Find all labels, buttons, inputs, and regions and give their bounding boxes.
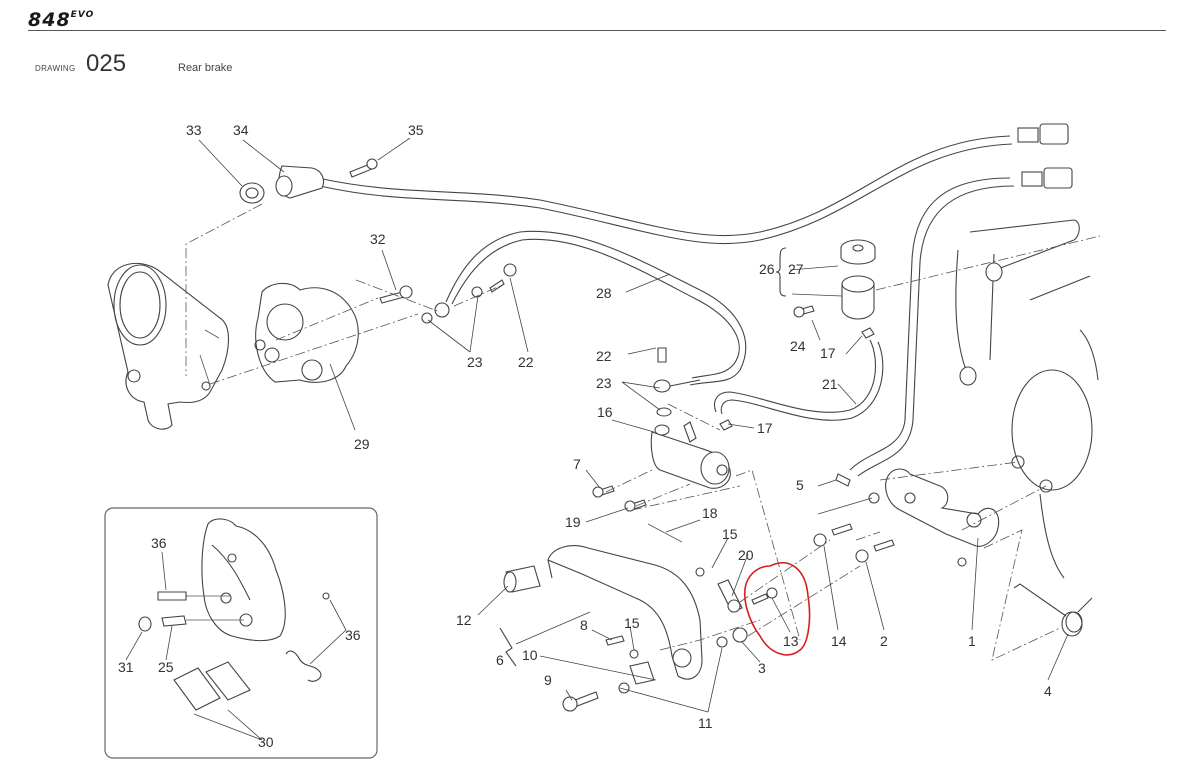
callout-18: 18 bbox=[702, 505, 718, 521]
sensor-cable bbox=[317, 123, 1073, 477]
callout-20: 20 bbox=[738, 547, 754, 563]
model-name: 848 bbox=[28, 9, 71, 31]
inset-callout-25: 25 bbox=[158, 659, 174, 675]
callout-23-caliper: 23 bbox=[467, 354, 483, 370]
callout-14: 14 bbox=[831, 633, 847, 649]
inset-callout-31: 31 bbox=[118, 659, 134, 675]
brake-fluid-reservoir bbox=[713, 239, 884, 431]
pedal-pivot-bracket bbox=[813, 468, 1000, 567]
callout-12: 12 bbox=[456, 612, 472, 628]
callout-7: 7 bbox=[573, 456, 581, 472]
callout-22-caliper: 22 bbox=[518, 354, 534, 370]
part-13-bolt bbox=[751, 587, 778, 605]
callout-34: 34 bbox=[233, 122, 249, 138]
callout-23-master: 23 bbox=[596, 375, 612, 391]
inset-frame bbox=[104, 507, 378, 759]
callout-32: 32 bbox=[370, 231, 386, 247]
caliper-detail-inset: 36 36 31 25 30 bbox=[104, 507, 378, 759]
callout-19: 19 bbox=[565, 514, 581, 530]
brace-6 bbox=[499, 627, 517, 667]
callout-labels: 33 34 35 32 29 23 22 28 22 23 16 17 27 2… bbox=[186, 122, 1052, 731]
caliper-bracket bbox=[107, 262, 230, 430]
inset-callout-30: 30 bbox=[258, 734, 274, 750]
inset-callout-36-spring: 36 bbox=[345, 627, 361, 643]
callout-24: 24 bbox=[790, 338, 806, 354]
model-logo: 848EVO bbox=[28, 9, 94, 31]
callout-16: 16 bbox=[597, 404, 613, 420]
header-rule bbox=[28, 30, 1166, 31]
callout-2: 2 bbox=[880, 633, 888, 649]
drawing-label: DRAWING bbox=[35, 64, 76, 73]
callout-35: 35 bbox=[408, 122, 424, 138]
brake-pedal bbox=[503, 523, 748, 712]
callout-1: 1 bbox=[968, 633, 976, 649]
leader-lines bbox=[198, 137, 1069, 713]
callout-17-hose: 17 bbox=[757, 420, 773, 436]
callout-29: 29 bbox=[354, 436, 370, 452]
callout-15-lower: 15 bbox=[624, 615, 640, 631]
callout-15-upper: 15 bbox=[722, 526, 738, 542]
callout-8: 8 bbox=[580, 617, 588, 633]
drawing-title: Rear brake bbox=[178, 62, 233, 74]
callout-27: 27 bbox=[788, 261, 804, 277]
callout-3: 3 bbox=[758, 660, 766, 676]
drawing-number: 025 bbox=[86, 50, 127, 77]
engine-frame-outline bbox=[955, 219, 1099, 579]
callout-13[interactable]: 13 bbox=[783, 633, 799, 649]
callout-21: 21 bbox=[822, 376, 838, 392]
callout-9: 9 bbox=[544, 672, 552, 688]
highlight-circle-part-13[interactable] bbox=[744, 561, 811, 656]
callout-22-master: 22 bbox=[596, 348, 612, 364]
master-cylinder bbox=[592, 347, 731, 512]
callout-6: 6 bbox=[496, 652, 504, 668]
callout-28: 28 bbox=[596, 285, 612, 301]
callout-4: 4 bbox=[1044, 683, 1052, 699]
model-suffix: EVO bbox=[70, 9, 95, 20]
return-spring bbox=[1013, 583, 1093, 637]
callout-10: 10 bbox=[522, 647, 538, 663]
callout-5: 5 bbox=[796, 477, 804, 493]
brace-26 bbox=[775, 247, 787, 297]
inset-callout-36-pin: 36 bbox=[151, 535, 167, 551]
callout-26: 26 bbox=[759, 261, 775, 277]
brake-caliper bbox=[254, 282, 359, 383]
speed-sensor bbox=[239, 158, 378, 204]
callout-33: 33 bbox=[186, 122, 202, 138]
assembly-lines bbox=[185, 203, 1101, 661]
caliper-hose-fittings bbox=[379, 230, 747, 386]
callout-17-reservoir: 17 bbox=[820, 345, 836, 361]
connector-1 bbox=[1017, 127, 1039, 143]
callout-11: 11 bbox=[698, 715, 713, 731]
